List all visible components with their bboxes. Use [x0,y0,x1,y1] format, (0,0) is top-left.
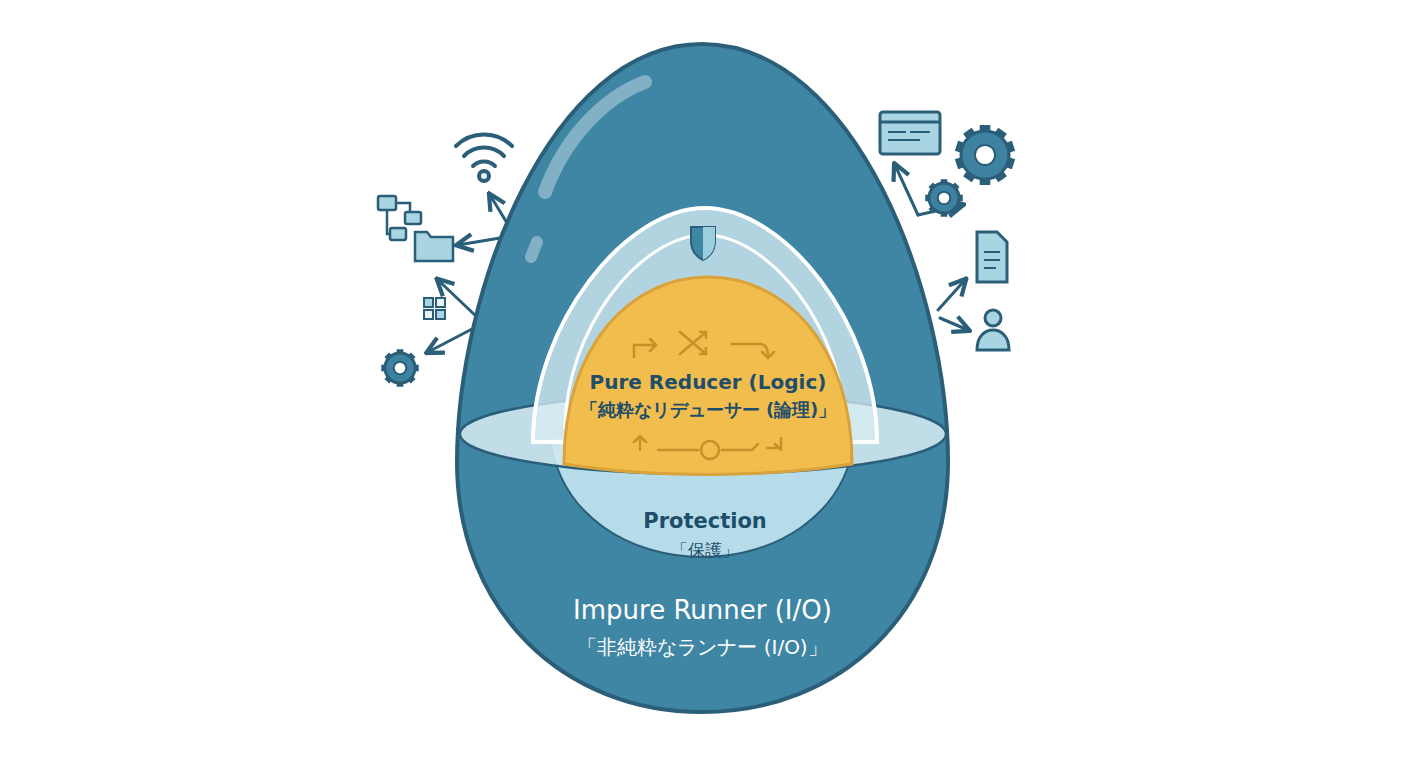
user-icon [977,310,1009,350]
arrow [458,238,500,245]
browser-icon [880,112,940,154]
document-icon [977,232,1007,282]
grid-icon [424,298,445,319]
arrow [938,280,965,310]
node-subtitle: 「非純粋なランナー (I/O)」 [455,634,950,661]
node-title: Impure Runner (I/O) [455,595,950,625]
node-subtitle: 「保護」 [525,539,885,562]
node-subtitle: 「純粋なリデューサー (論理)」 [562,398,854,422]
node-title: Protection [525,509,885,533]
node-title: Pure Reducer (Logic) [562,370,854,394]
folder-icon [378,196,453,261]
arrow [895,165,918,215]
arrow [940,318,968,330]
pure-reducer-yolk: Pure Reducer (Logic) 「純粋なリデューサー (論理)」 [562,272,854,472]
impure-runner-egg: Impure Runner (I/O) 「非純粋なランナー (I/O)」 Prote… [455,42,950,714]
wifi-icon [456,135,512,181]
protection-dome: Protection 「保護」 Pure Reducer (Logic) 「純粋なリデ… [525,205,885,585]
